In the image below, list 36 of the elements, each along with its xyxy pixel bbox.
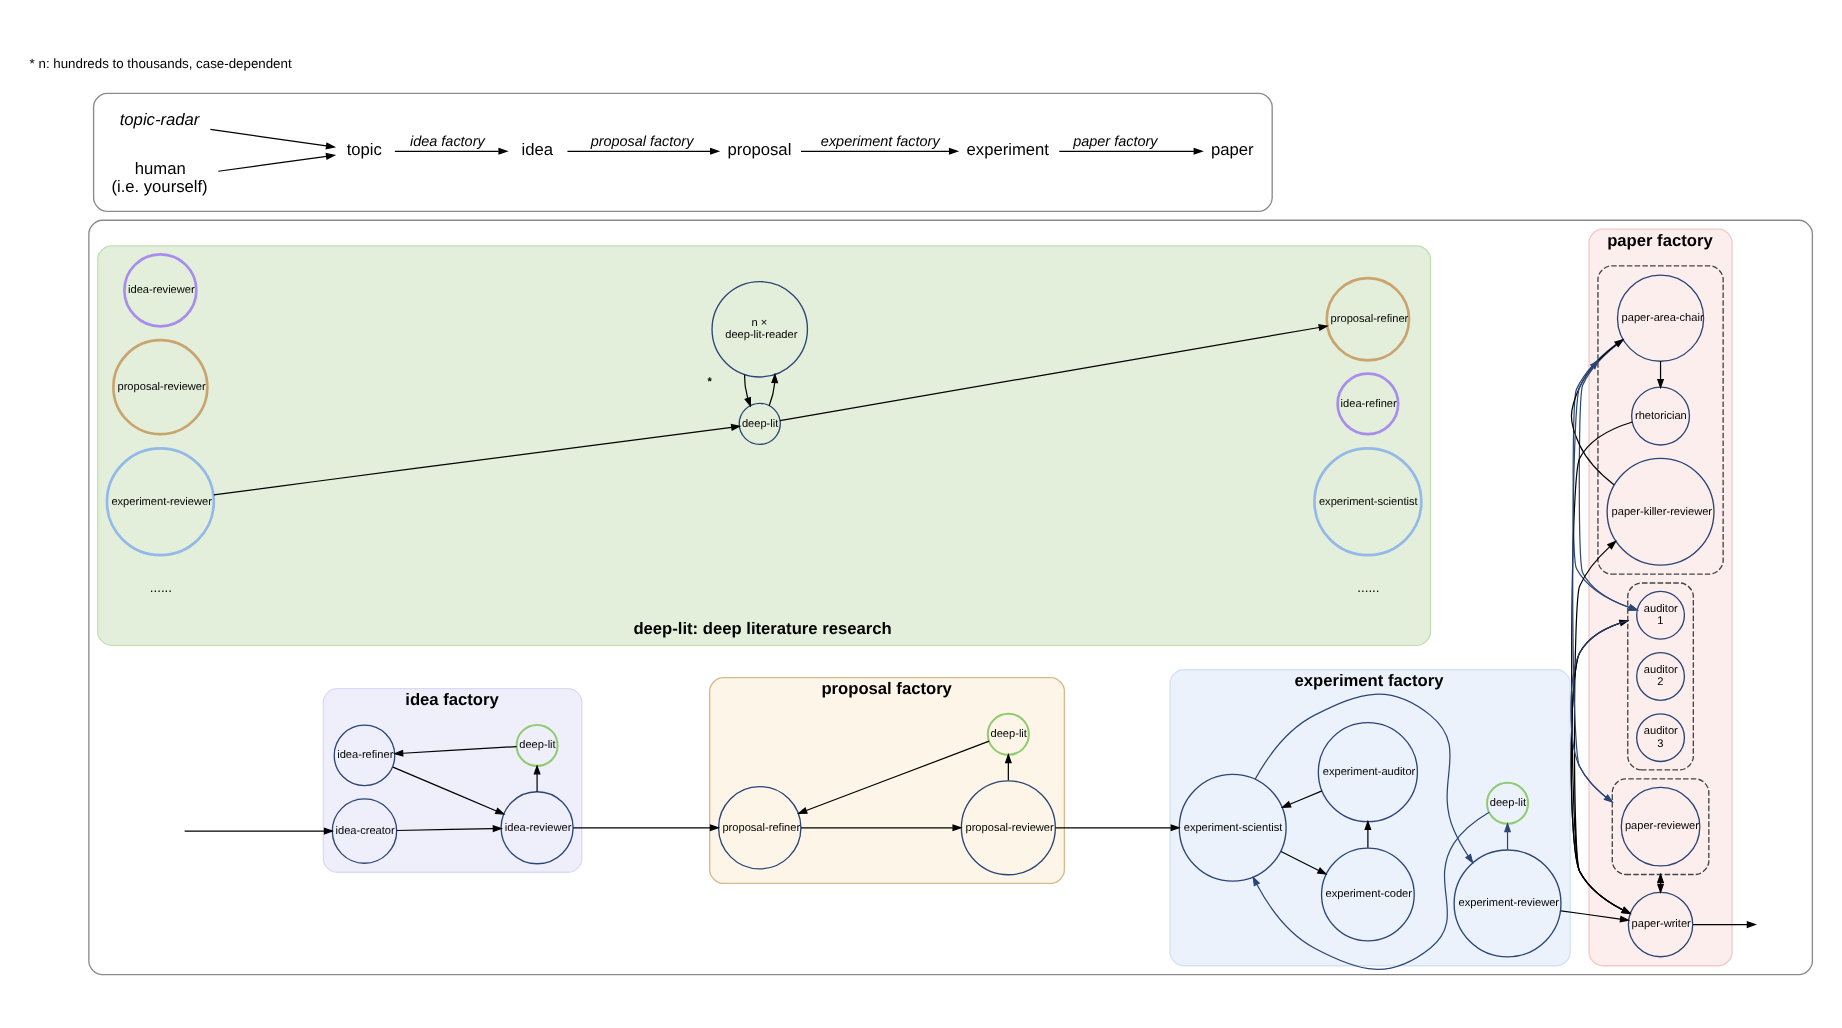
arrow (394, 147, 509, 155)
arrow (213, 423, 742, 496)
arrow (1054, 824, 1181, 832)
arrow (1560, 910, 1631, 923)
arrow (1280, 790, 1323, 809)
arrow (800, 824, 963, 832)
cluster (88, 219, 1814, 976)
arrow (209, 128, 337, 150)
arrow (743, 374, 751, 408)
arrow (392, 766, 506, 815)
arrow (217, 152, 337, 172)
arrow (1254, 693, 1474, 865)
arrow (779, 324, 1329, 422)
arrow (800, 147, 960, 155)
arrow (393, 745, 518, 757)
arrow (1252, 811, 1490, 970)
node-text: experiment (966, 139, 1050, 160)
arrow (1364, 819, 1372, 849)
arrow (797, 740, 990, 815)
cluster (1597, 265, 1724, 575)
arrow (184, 827, 335, 835)
arrow (533, 764, 541, 793)
arrow (566, 147, 721, 155)
node-text: human (i.e. yourself) (111, 157, 208, 197)
node-text: paper (1210, 139, 1254, 160)
arrow (396, 825, 503, 833)
arrow (572, 824, 721, 832)
arrow (768, 372, 779, 407)
arrow (1058, 147, 1204, 155)
node-text: topic-radar (119, 109, 200, 130)
node-text: idea (521, 139, 554, 160)
node-text: topic (346, 139, 382, 160)
arrow (1280, 850, 1328, 875)
node-text: proposal (727, 139, 792, 160)
arrow (1692, 921, 1757, 929)
cluster (92, 92, 1273, 212)
